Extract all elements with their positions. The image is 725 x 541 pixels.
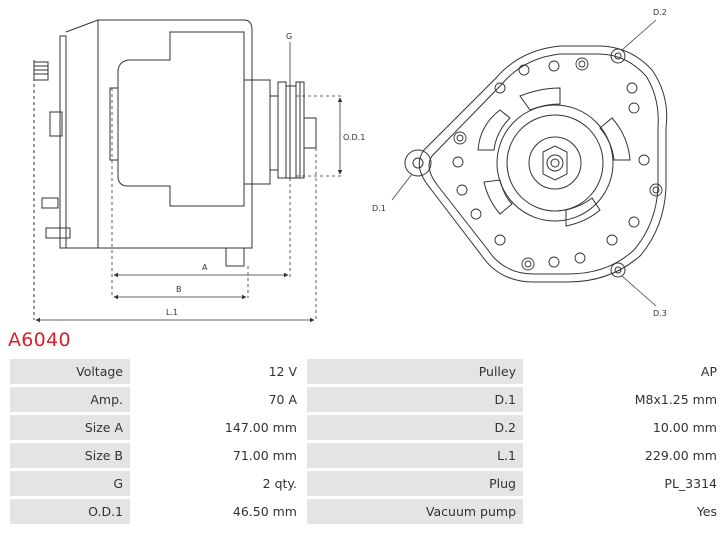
dimension-lines — [35, 42, 344, 323]
spec-value: 2 qty. — [133, 471, 304, 496]
spec-value: 12 V — [133, 359, 304, 384]
part-number-title: A6040 — [8, 329, 71, 351]
spec-label: Size B — [10, 443, 130, 468]
label-l1: L.1 — [166, 308, 178, 317]
label-g: G — [286, 32, 292, 41]
label-d1: D.1 — [372, 204, 386, 213]
housing-bolt-holes — [452, 57, 663, 271]
spec-value: 46.50 mm — [133, 499, 304, 524]
label-b: B — [176, 285, 182, 294]
spec-label: L.1 — [307, 443, 523, 468]
label-od1: O.D.1 — [343, 133, 365, 142]
front-view-leaders — [391, 19, 657, 307]
spec-label: D.2 — [307, 415, 523, 440]
alternator-side-view — [33, 19, 317, 320]
spec-value: PL_3314 — [526, 471, 724, 496]
label-d3: D.3 — [653, 309, 667, 318]
spec-label: D.1 — [307, 387, 523, 412]
spec-value: 70 A — [133, 387, 304, 412]
label-a: A — [202, 263, 208, 272]
spec-value: AP — [526, 359, 724, 384]
spec-label: Size A — [10, 415, 130, 440]
spec-label: O.D.1 — [10, 499, 130, 524]
alternator-technical-drawing: G O.D.1 A B L.1 — [33, 8, 668, 323]
spec-label: G — [10, 471, 130, 496]
spec-label: Plug — [307, 471, 523, 496]
spec-value: 10.00 mm — [526, 415, 724, 440]
label-d2: D.2 — [653, 8, 667, 17]
spec-label: Vacuum pump — [307, 499, 523, 524]
alternator-front-view — [404, 45, 668, 283]
spec-label: Pulley — [307, 359, 523, 384]
spec-label: Voltage — [10, 359, 130, 384]
spec-value: M8x1.25 mm — [526, 387, 724, 412]
spec-label: Amp. — [10, 387, 130, 412]
spec-value: 71.00 mm — [133, 443, 304, 468]
spec-value: Yes — [526, 499, 724, 524]
spec-value: 147.00 mm — [133, 415, 304, 440]
spec-value: 229.00 mm — [526, 443, 724, 468]
